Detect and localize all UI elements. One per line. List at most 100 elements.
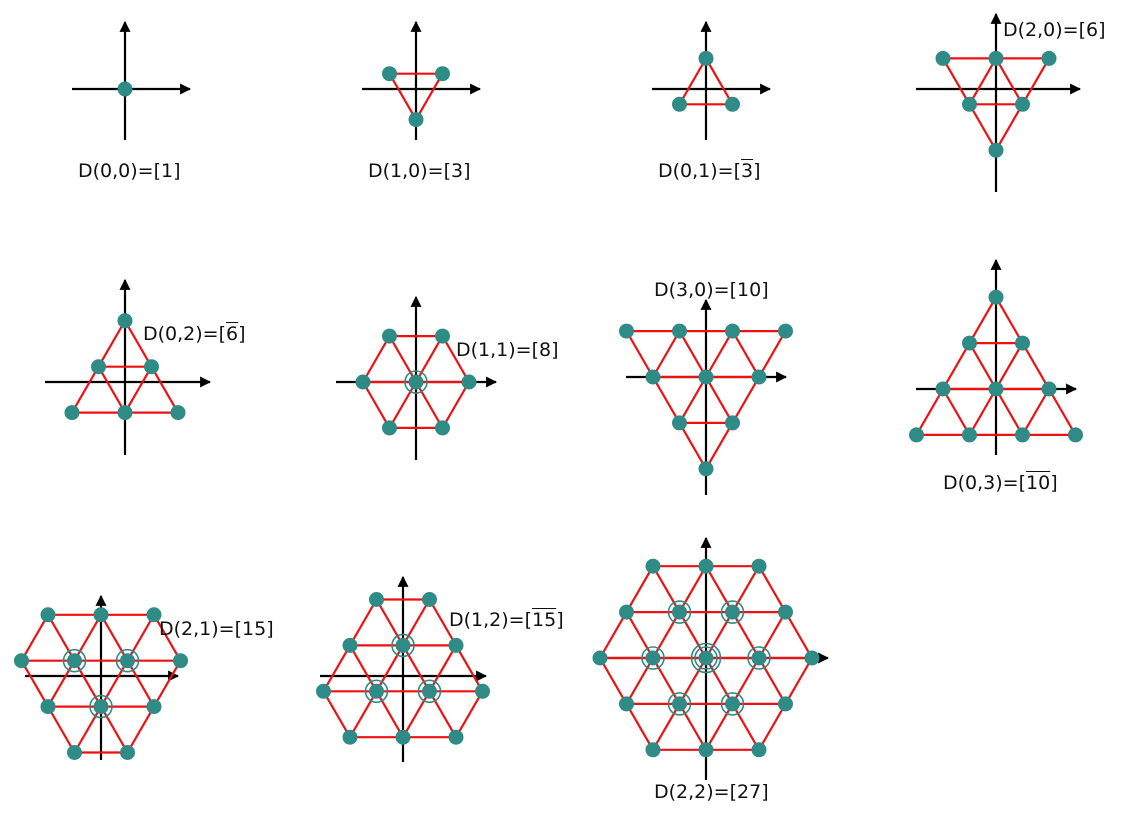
edge: [705, 376, 734, 424]
edge: [705, 57, 734, 105]
edge: [349, 690, 378, 738]
diagram-d00: [72, 20, 192, 140]
edge: [995, 388, 1024, 436]
weight-node: [645, 650, 661, 666]
label-d-2-0: D(2,0)=[6]: [1003, 19, 1106, 41]
edge: [678, 611, 707, 659]
weight-node: [408, 374, 424, 390]
multiplicity-ring: [667, 600, 692, 624]
edge: [349, 644, 378, 692]
edge: [388, 381, 417, 429]
edge: [995, 57, 1024, 105]
multiplicity-ring: [690, 642, 722, 674]
weight-node: [369, 592, 384, 608]
weight-node: [1041, 50, 1057, 66]
weight-node: [1015, 335, 1030, 351]
edge: [375, 644, 404, 692]
multiplicity-ring: [720, 692, 745, 716]
weight-node: [117, 81, 133, 97]
edge: [942, 57, 971, 105]
weight-node: [962, 427, 977, 443]
edge: [441, 381, 470, 429]
weight-node: [909, 427, 924, 443]
weight-node: [751, 558, 767, 574]
diagram-d03: [909, 258, 1083, 455]
edge: [599, 611, 628, 659]
diagram-d21: [14, 594, 188, 760]
edge: [97, 366, 126, 414]
edge: [652, 376, 681, 424]
weight-node: [619, 323, 634, 339]
weight-node: [962, 96, 977, 112]
weight-node: [435, 420, 450, 436]
weight-node: [173, 653, 188, 669]
edge: [428, 644, 457, 692]
edge: [678, 703, 707, 751]
label-d-0-3: D(0,3)=[10]: [943, 472, 1058, 494]
label-d-1-1: D(1,1)=[8]: [456, 339, 559, 361]
weight-node: [342, 729, 358, 745]
weight-node: [117, 405, 133, 421]
weight-node: [672, 696, 687, 712]
weight-node: [645, 742, 661, 758]
edge: [71, 366, 100, 414]
edge: [1021, 57, 1050, 105]
weight-node: [382, 328, 397, 344]
weight-node: [120, 653, 135, 669]
weight-node: [962, 335, 977, 351]
edge: [995, 296, 1024, 344]
edge: [652, 703, 681, 751]
weight-node: [935, 381, 951, 397]
edge: [362, 335, 391, 383]
weight-node: [698, 369, 714, 385]
edge: [73, 706, 102, 754]
weight-node: [408, 112, 424, 128]
edge: [678, 330, 707, 378]
label-d-0-0: D(0,0)=[1]: [78, 160, 181, 182]
diagram-d30: [619, 298, 793, 495]
edge: [652, 611, 681, 659]
weight-node: [422, 592, 437, 608]
weight-node: [422, 683, 437, 699]
edge: [402, 690, 431, 738]
weight-node: [672, 604, 687, 620]
edge: [731, 703, 760, 751]
edge: [153, 660, 182, 708]
weight-node: [935, 50, 951, 66]
weight-node: [461, 374, 477, 390]
weight-node: [144, 359, 159, 375]
edge: [100, 660, 129, 708]
edge: [758, 330, 787, 378]
weight-node: [382, 66, 397, 82]
edge: [705, 565, 734, 613]
weight-node: [435, 66, 450, 82]
label-d-2-1: D(2,1)=[15]: [159, 618, 274, 640]
edge: [705, 422, 734, 470]
edge: [124, 320, 153, 368]
label-d-0-2: D(0,2)=[6]: [143, 323, 246, 345]
edge: [47, 660, 76, 708]
edge: [652, 657, 681, 705]
edge: [758, 703, 787, 751]
weight-node: [395, 729, 411, 745]
edge: [441, 335, 470, 383]
weight-node: [170, 405, 186, 421]
edge: [322, 644, 351, 692]
edge: [758, 611, 787, 659]
weight-node: [751, 369, 767, 385]
weight-node: [698, 650, 714, 666]
weight-node: [619, 696, 634, 712]
edge: [678, 422, 707, 470]
edge: [625, 657, 654, 705]
weight-node: [672, 415, 687, 431]
multiplicity-ring: [747, 646, 771, 670]
edge: [995, 103, 1024, 151]
multiplicity-ring: [667, 692, 692, 716]
edge: [968, 57, 997, 105]
weight-node: [146, 699, 162, 715]
multiplicity-ring: [404, 370, 428, 394]
weight-node: [1015, 427, 1030, 443]
weight-node: [698, 461, 714, 477]
edge: [20, 614, 49, 662]
